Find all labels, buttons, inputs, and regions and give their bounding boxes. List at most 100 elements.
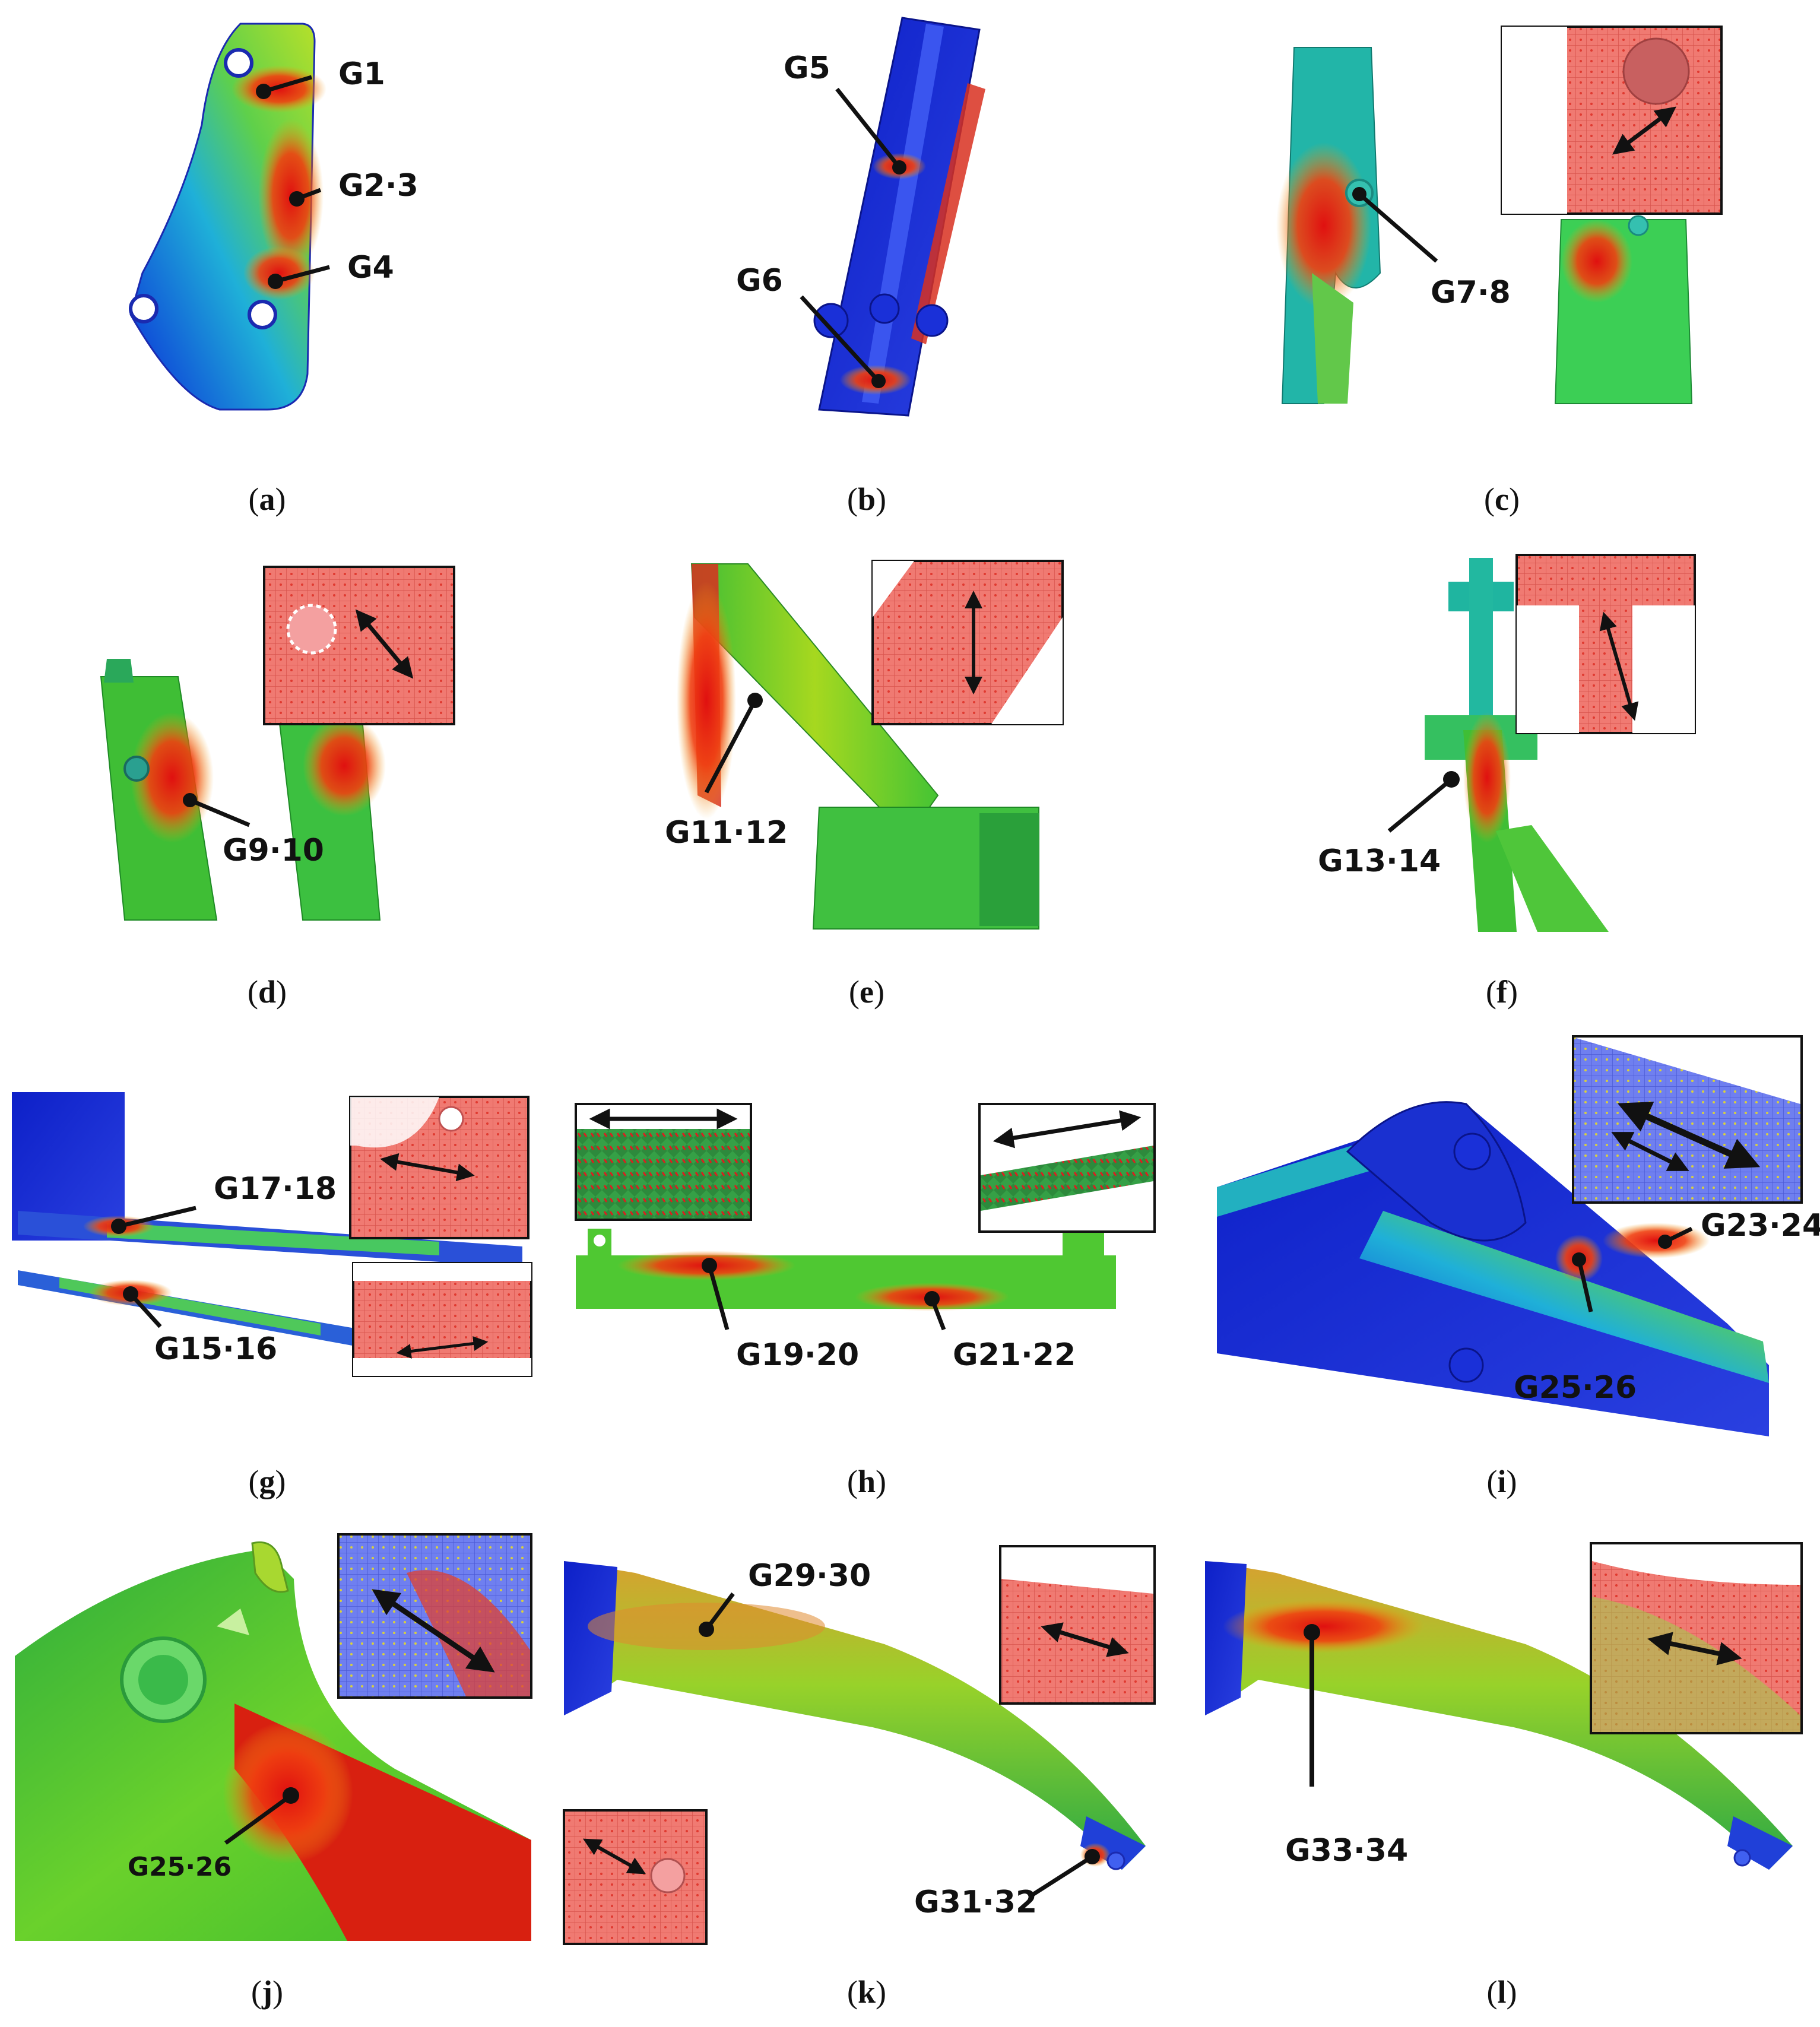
hotspot-g9-10 [131, 712, 214, 843]
marker-dot [1304, 1624, 1320, 1641]
hotspot-g4 [243, 246, 315, 300]
caption-a: (a) [248, 481, 286, 517]
panel-c-diagram: G7·8 [1276, 26, 1723, 404]
inset-background [353, 1358, 531, 1376]
inset-background [1592, 1544, 1800, 1585]
panel-j: G25·26 [15, 1531, 537, 1947]
brace [1496, 825, 1609, 932]
label-g15-16: G15·16 [154, 1331, 277, 1367]
panel-h-diagram: G19·20 G21·22 [575, 1103, 1156, 1373]
nozzle-icon [217, 1609, 249, 1635]
pin-hole-icon [224, 48, 253, 78]
marker-dot [1572, 1252, 1586, 1267]
panel-e: G11·12 [659, 558, 1086, 932]
pin-hole-icon [138, 1655, 188, 1705]
panel-k-diagram: G29·30 G31·32 [563, 1545, 1156, 1945]
label-g6: G6 [736, 263, 783, 299]
panel-h: G19·20 G21·22 [575, 1092, 1163, 1389]
hinge-lug [251, 1541, 289, 1593]
inset-background [981, 1181, 1153, 1230]
leader-line [1577, 1259, 1593, 1312]
pin-hole-icon [1733, 1849, 1751, 1867]
label-g31-32: G31·32 [914, 1885, 1037, 1920]
bolt-icon [1453, 1133, 1491, 1170]
pin-hole-icon [594, 1235, 605, 1246]
boom-top-edge [1217, 1140, 1395, 1217]
caption-g: (g) [248, 1464, 286, 1499]
leader-line [1387, 778, 1453, 833]
leader-line [224, 1794, 293, 1845]
principal-direction-arrow-upper [380, 1153, 475, 1182]
panel-i: G23·24 G25·26 [1217, 1033, 1820, 1436]
hotspot-g23-24 [1603, 1223, 1710, 1258]
leader-line [1358, 192, 1438, 263]
panel-j-diagram: G25·26 [15, 1533, 532, 1941]
marker-dot [1658, 1235, 1672, 1249]
principal-direction-arrow [355, 609, 414, 679]
marker-dot [1085, 1849, 1100, 1864]
boss-icon [869, 293, 900, 324]
leader-line [1029, 1855, 1093, 1898]
inset-hole-icon [286, 604, 337, 655]
caption-l: (l) [1486, 1974, 1517, 2010]
inset-hole-icon [438, 1106, 464, 1132]
caption-f: (f) [1486, 974, 1518, 1010]
inset-background [1502, 27, 1567, 214]
marker-dot [1352, 187, 1366, 201]
principal-direction-arrow [372, 1589, 495, 1673]
principal-direction-arrow-minor [1611, 1132, 1689, 1171]
bolt-icon [1448, 1347, 1484, 1383]
pin-hole-icon [1628, 215, 1649, 236]
panel-k: G29·30 G31·32 [563, 1537, 1187, 1947]
panel-c: G7·8 [1276, 24, 1727, 415]
principal-direction-arrow [1647, 1632, 1742, 1666]
caption-h: (h) [846, 1464, 886, 1499]
marker-dot [702, 1258, 717, 1273]
label-g29-30: G29·30 [748, 1558, 871, 1594]
column-upper [1469, 558, 1493, 730]
hotspot-left [1276, 142, 1371, 309]
inset-background [1574, 1038, 1800, 1104]
panel-l: G33·34 [1205, 1537, 1811, 1947]
leader-line [118, 1206, 196, 1229]
principal-direction-arrow-lower [582, 1838, 646, 1874]
label-g17-18: G17·18 [214, 1171, 337, 1207]
panel-a-diagram: G1 G2·3 G4 [129, 23, 418, 411]
pin-hole-icon [123, 756, 150, 782]
inset-background [1001, 1547, 1153, 1594]
panel-b: G5 G6 [730, 12, 1063, 427]
inset-mesh-zoom [263, 566, 455, 725]
boom-tip [1080, 1816, 1146, 1870]
marker-dot [283, 1787, 299, 1804]
caption-i: (i) [1486, 1464, 1517, 1499]
leader-line [263, 75, 312, 94]
hotspot-right [303, 715, 386, 816]
boom-tip [1727, 1816, 1793, 1870]
hotspot-g1 [232, 65, 326, 113]
panel-d-diagram: G9·10 [100, 566, 455, 921]
marker-dot [1443, 771, 1460, 788]
marker-dot [268, 274, 283, 289]
label-g9-10: G9·10 [223, 833, 324, 868]
label-g25-26: G25·26 [1514, 1370, 1637, 1406]
caption-j: (j) [251, 1974, 283, 2010]
label-g25-26: G25·26 [128, 1852, 232, 1882]
inset-background [1517, 605, 1579, 733]
marker-dot [871, 374, 886, 388]
pin-hole-icon [1106, 1851, 1125, 1870]
hotspot-g13-14 [1463, 712, 1511, 843]
label-g19-20: G19·20 [736, 1337, 859, 1373]
boom-root [1205, 1561, 1247, 1715]
marker-dot [256, 84, 271, 99]
marker-dot [892, 160, 906, 175]
principal-direction-arrow-upper [1041, 1622, 1129, 1657]
marker-dot [111, 1219, 126, 1234]
label-g33-34: G33·34 [1285, 1833, 1408, 1869]
panel-b-diagram: G5 G6 [736, 17, 985, 417]
label-g5: G5 [784, 50, 830, 86]
panel-d: G9·10 [83, 558, 475, 926]
boss-icon [813, 303, 849, 338]
inset-background [1632, 605, 1695, 733]
panel-f-diagram: G13·14 [1318, 554, 1696, 932]
leader-line [275, 265, 330, 284]
